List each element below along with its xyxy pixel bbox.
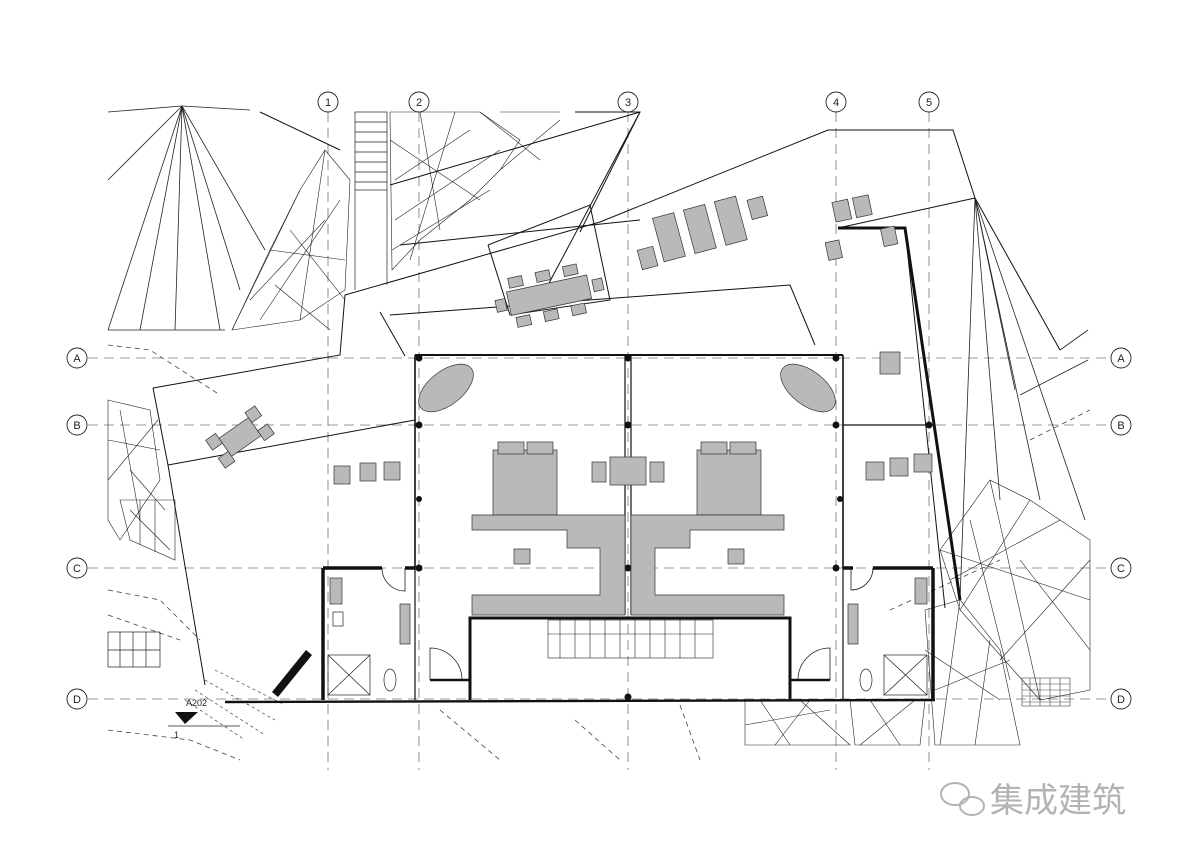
grid-row-a-left: A	[66, 347, 88, 369]
building-walls	[224, 197, 976, 704]
grid-column-2: 2	[408, 91, 430, 113]
grid-row-c-left: C	[66, 557, 88, 579]
furniture	[205, 194, 933, 645]
grid-row-label: A	[73, 353, 81, 365]
bed-left	[492, 449, 558, 516]
grid-column-label: 4	[833, 97, 839, 109]
watermark: 集成建筑	[940, 781, 1126, 821]
grid-row-label: C	[73, 563, 81, 575]
grid-row-label: A	[1117, 353, 1125, 365]
wechat-icon	[940, 782, 985, 816]
terrain-mesh-left	[107, 149, 351, 561]
grid-row-a-right: A	[1110, 347, 1132, 369]
section-number-label: 1	[174, 730, 179, 740]
grid-column-label: 1	[325, 97, 331, 109]
grid-row-d-right: D	[1110, 688, 1132, 710]
paving-pattern	[1021, 677, 1071, 707]
grid-row-label: C	[1117, 563, 1125, 575]
grid-column-4: 4	[825, 91, 847, 113]
contour-lines	[107, 344, 1091, 761]
grid-row-label: D	[73, 694, 81, 706]
entry-steps	[184, 669, 286, 741]
section-ref-label: A202	[186, 698, 207, 708]
bed-left-pillow	[526, 441, 554, 455]
terrain-mesh-right	[744, 479, 1091, 746]
door-swings	[381, 567, 874, 681]
cliff-lines-right	[959, 197, 1089, 601]
grid-row-label: D	[1117, 694, 1125, 706]
bed-right-pillow	[729, 441, 757, 455]
watermark-text: 集成建筑	[990, 781, 1126, 821]
grid-row-label: B	[73, 420, 80, 432]
exterior-stair-top	[354, 111, 388, 290]
bed-right-pillow	[700, 441, 728, 455]
grid-column-label: 3	[625, 97, 631, 109]
grid-row-c-right: C	[1110, 557, 1132, 579]
grid-row-b-left: B	[66, 414, 88, 436]
grid-column-label: 5	[926, 97, 932, 109]
entry-bench	[272, 650, 312, 697]
interior-stair	[547, 619, 714, 659]
grid-column-3: 3	[617, 91, 639, 113]
exterior-stair-bottom-left	[107, 631, 161, 668]
structural-columns	[415, 354, 933, 701]
section-marker: A202 1	[168, 698, 240, 740]
bed-right	[696, 449, 762, 516]
grid-row-d-left: D	[66, 688, 88, 710]
terrain-mesh-top	[389, 111, 561, 271]
grid-row-label: B	[1117, 420, 1124, 432]
grid-row-b-right: B	[1110, 414, 1132, 436]
bathroom-fixtures	[327, 611, 928, 696]
sun-ray-lines	[107, 105, 266, 331]
grid-column-label: 2	[416, 97, 422, 109]
grid-column-1: 1	[317, 91, 339, 113]
bed-left-pillow	[497, 441, 525, 455]
grid-column-5: 5	[918, 91, 940, 113]
